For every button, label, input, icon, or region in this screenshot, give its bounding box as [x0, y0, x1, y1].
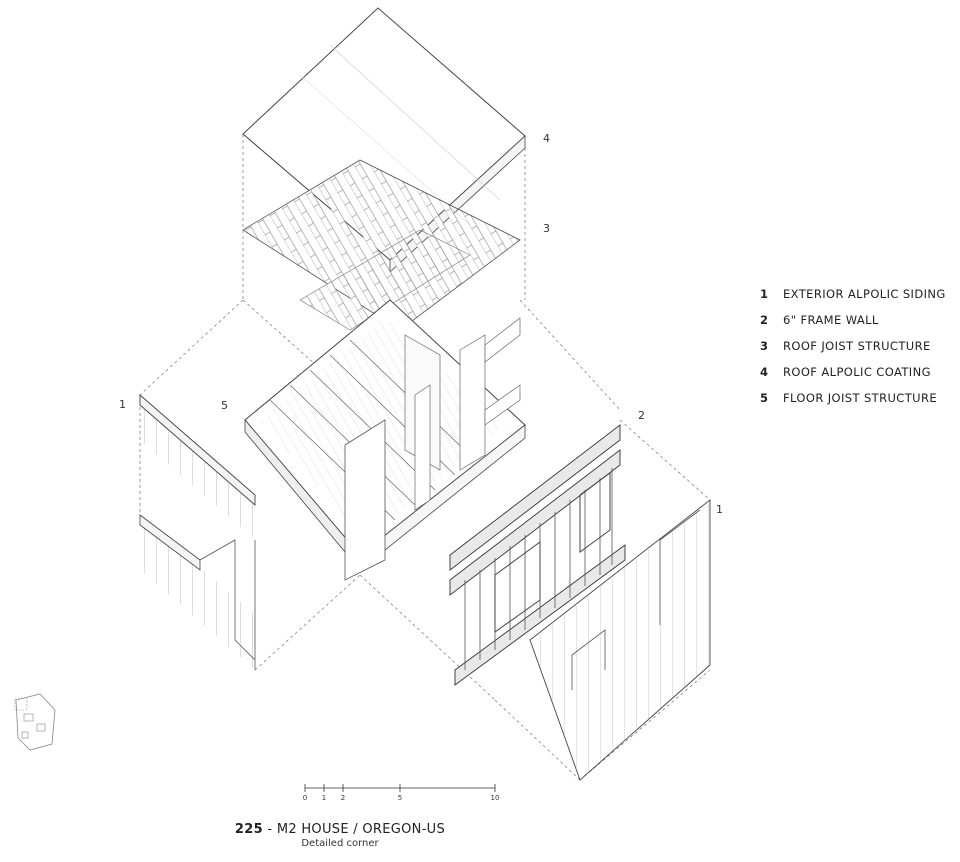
floor-joist-structure: [244, 299, 526, 581]
legend-item: 5 FLOOR JOIST STRUCTURE: [760, 391, 946, 417]
drawing-subtitle: Detailed corner: [301, 838, 379, 849]
legend-item: 4 ROOF ALPOLIC COATING: [760, 365, 946, 391]
title-separator: -: [262, 822, 277, 837]
exterior-siding-left: [139, 394, 256, 670]
scale-tick-label: 1: [321, 794, 327, 802]
legend-item: 2 6" FRAME WALL: [760, 313, 946, 339]
scale-tick-label: 5: [397, 794, 403, 802]
scale-tick-label: 10: [490, 794, 500, 802]
legend-item: 3 ROOF JOIST STRUCTURE: [760, 339, 946, 365]
legend-label: EXTERIOR ALPOLIC SIDING: [783, 287, 946, 301]
key-plan-thumbnail: [14, 693, 56, 751]
legend-label: ROOF JOIST STRUCTURE: [783, 339, 931, 353]
legend-number: 4: [760, 365, 769, 379]
callout-roof-joist: 3: [543, 222, 550, 235]
callout-siding-right: 1: [716, 503, 723, 516]
legend: 1 EXTERIOR ALPOLIC SIDING 2 6" FRAME WAL…: [760, 287, 946, 417]
legend-item: 1 EXTERIOR ALPOLIC SIDING: [760, 287, 946, 313]
callout-floor-joist: 5: [221, 399, 228, 412]
project-name: M2 HOUSE / OREGON-US: [276, 822, 446, 837]
scale-tick-label: 0: [302, 794, 308, 802]
callout-siding-left: 1: [119, 398, 126, 411]
legend-number: 2: [760, 313, 769, 327]
exterior-siding-right: [529, 499, 711, 781]
legend-label: ROOF ALPOLIC COATING: [783, 365, 931, 379]
scale-bar-graphic: [304, 784, 496, 792]
legend-number: 5: [760, 391, 769, 405]
project-number: 225: [234, 822, 263, 837]
legend-label: 6" FRAME WALL: [783, 313, 879, 327]
title-block: 225 - M2 HOUSE / OREGON-US Detailed corn…: [0, 822, 680, 849]
callout-roof-coating: 4: [543, 132, 550, 145]
legend-number: 3: [760, 339, 769, 353]
callout-frame-wall: 2: [638, 409, 645, 422]
scale-bar: 0 1 2 5 10: [300, 780, 500, 810]
frame-wall: [449, 424, 626, 686]
drawing-title: 225 - M2 HOUSE / OREGON-US: [0, 822, 680, 837]
legend-label: FLOOR JOIST STRUCTURE: [783, 391, 938, 405]
legend-number: 1: [760, 287, 769, 301]
scale-tick-label: 2: [340, 794, 346, 802]
roof-joist-structure: [242, 159, 521, 331]
